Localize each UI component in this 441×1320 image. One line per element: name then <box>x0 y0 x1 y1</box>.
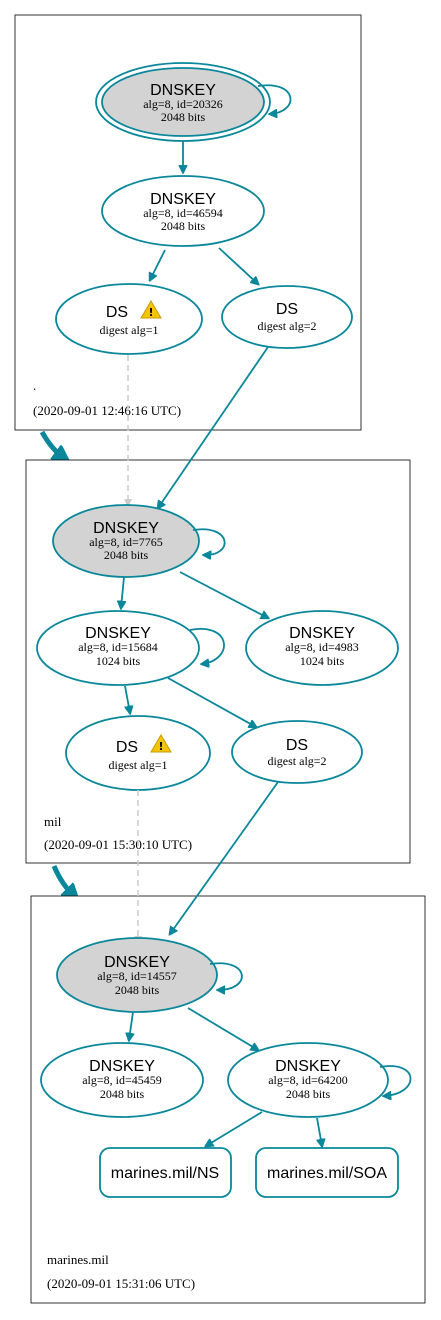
svg-text:!: ! <box>148 306 153 319</box>
root-ksk-bits: 2048 bits <box>161 110 206 124</box>
mil-ds2-digest: digest alg=2 <box>267 754 326 768</box>
zone-marines-timestamp: (2020-09-01 15:31:06 UTC) <box>47 1276 195 1291</box>
marines-ns-label: marines.mil/NS <box>111 1165 219 1182</box>
root-zsk-to-ds1-edge <box>150 249 166 280</box>
mil-zsk2-title: DNSKEY <box>289 625 355 642</box>
mil-to-marines-delegation-edge <box>51 865 74 896</box>
root-ds1-digest: digest alg=1 <box>99 323 158 337</box>
root-zsk-alg: alg=8, id=46594 <box>143 206 223 220</box>
zone-root-name: . <box>33 378 36 393</box>
mil-zsk1-bits: 1024 bits <box>96 654 141 668</box>
mil-zsk1-title: DNSKEY <box>85 625 151 642</box>
zone-mil-timestamp: (2020-09-01 15:30:10 UTC) <box>44 837 192 852</box>
mil-ds1-title: DS <box>116 739 138 756</box>
marines-soa-node[interactable]: marines.mil/SOA <box>255 1147 399 1198</box>
mil-ksk-node[interactable]: DNSKEY alg=8, id=7765 2048 bits <box>52 504 200 578</box>
mil-ds2-to-marines-ksk-edge <box>170 781 279 934</box>
root-zsk-to-ds2-edge <box>218 247 258 284</box>
root-zsk-node[interactable]: DNSKEY alg=8, id=46594 2048 bits <box>101 175 265 247</box>
marines-ksk-node[interactable]: DNSKEY alg=8, id=14557 2048 bits <box>56 937 218 1013</box>
marines-key2-bits: 2048 bits <box>100 1087 145 1101</box>
root-ksk-self-edge <box>257 84 292 114</box>
mil-zsk1-alg: alg=8, id=15684 <box>78 640 158 654</box>
marines-key3-bits: 2048 bits <box>286 1087 331 1101</box>
root-ksk-node[interactable]: DNSKEY alg=8, id=20326 2048 bits <box>95 62 271 142</box>
marines-key2-node[interactable]: DNSKEY alg=8, id=45459 2048 bits <box>40 1042 204 1118</box>
mil-zsk1-to-ds1-edge <box>124 685 130 713</box>
mil-ds2-title: DS <box>286 737 308 754</box>
mil-ds1-digest: digest alg=1 <box>108 758 167 772</box>
root-ksk-alg: alg=8, id=20326 <box>143 97 223 111</box>
mil-ksk-title: DNSKEY <box>93 520 159 537</box>
root-ds2-to-mil-ksk-edge <box>158 346 269 508</box>
marines-key3-to-ns-edge <box>206 1111 263 1146</box>
warning-icon: ! <box>150 734 172 753</box>
marines-ksk-bits: 2048 bits <box>115 983 160 997</box>
root-ds2-node[interactable]: DS digest alg=2 <box>221 285 353 349</box>
zone-mil-name: mil <box>44 814 62 829</box>
mil-ksk-alg: alg=8, id=7765 <box>89 535 163 549</box>
root-ds2-title: DS <box>276 301 298 318</box>
mil-zsk2-bits: 1024 bits <box>300 654 345 668</box>
zone-root-timestamp: (2020-09-01 12:46:16 UTC) <box>33 403 181 418</box>
mil-ksk-to-zsk1-edge <box>121 576 124 608</box>
mil-zsk1-to-ds2-edge <box>167 677 256 727</box>
svg-text:!: ! <box>158 740 163 753</box>
marines-key2-title: DNSKEY <box>89 1058 155 1075</box>
marines-key3-to-soa-edge <box>316 1117 322 1146</box>
marines-key3-node[interactable]: DNSKEY alg=8, id=64200 2048 bits <box>227 1042 389 1118</box>
marines-ksk-self-edge <box>209 962 243 990</box>
marines-key3-alg: alg=8, id=64200 <box>268 1073 348 1087</box>
marines-ksk-to-key2-edge <box>129 1011 133 1040</box>
mil-ksk-self-edge <box>192 528 226 555</box>
mil-ksk-to-zsk2-edge <box>179 571 268 618</box>
marines-ns-node[interactable]: marines.mil/NS <box>99 1147 232 1198</box>
root-ds2-digest: digest alg=2 <box>257 319 316 333</box>
marines-ksk-alg: alg=8, id=14557 <box>97 969 177 983</box>
root-ds1-node[interactable]: DS ! digest alg=1 <box>55 283 203 355</box>
marines-key2-alg: alg=8, id=45459 <box>82 1073 162 1087</box>
root-zsk-title: DNSKEY <box>150 191 216 208</box>
root-ksk-title: DNSKEY <box>150 82 216 99</box>
root-zsk-bits: 2048 bits <box>161 219 206 233</box>
marines-ksk-to-key3-edge <box>187 1007 258 1050</box>
warning-icon: ! <box>140 300 162 319</box>
mil-zsk2-alg: alg=8, id=4983 <box>285 640 359 654</box>
mil-zsk2-node[interactable]: DNSKEY alg=8, id=4983 1024 bits <box>245 610 399 686</box>
mil-ds2-node[interactable]: DS digest alg=2 <box>231 720 363 784</box>
zone-marines-name: marines.mil <box>47 1252 109 1267</box>
mil-ds1-node[interactable]: DS ! digest alg=1 <box>65 715 211 791</box>
mil-zsk1-node[interactable]: DNSKEY alg=8, id=15684 1024 bits <box>36 610 200 686</box>
marines-soa-label: marines.mil/SOA <box>267 1165 387 1182</box>
marines-key3-self-edge <box>379 1065 412 1096</box>
marines-key3-title: DNSKEY <box>275 1058 341 1075</box>
root-to-mil-delegation-edge <box>39 430 64 458</box>
root-ds1-title: DS <box>106 304 128 321</box>
mil-ksk-bits: 2048 bits <box>104 548 149 562</box>
mil-zsk1-self-edge <box>189 628 225 664</box>
marines-ksk-title: DNSKEY <box>104 954 170 971</box>
